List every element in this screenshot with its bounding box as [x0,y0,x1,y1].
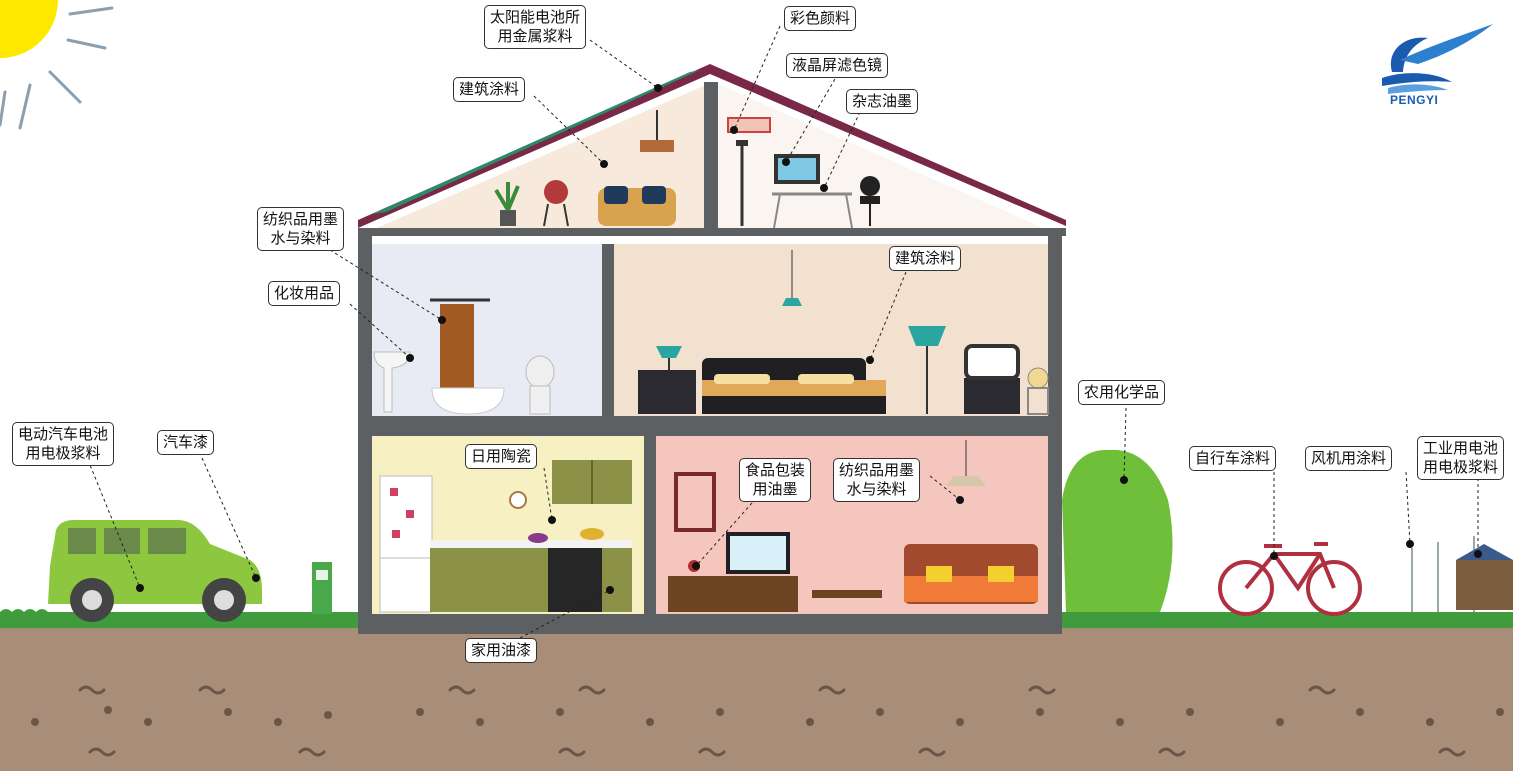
soil-worms [78,685,1466,757]
solar-panel [372,70,700,214]
callout-textile-ink-living: 纺织品用墨 水与染料 [833,458,921,502]
callout-lcd-filter: 液晶屏滤色镜 [786,53,889,78]
bush-icon [1062,449,1173,612]
callout-arch-coating-bedroom: 建筑涂料 [889,246,962,271]
bathroom-furniture [373,298,555,415]
callout-car-paint: 汽车漆 [157,430,215,455]
callout-ev-battery-paste: 电动汽车电池 用电极浆料 [12,422,115,466]
bicycle-icon [1218,542,1362,616]
callout-bicycle-coating: 自行车涂料 [1189,446,1277,471]
callout-arch-coating-attic: 建筑涂料 [453,77,526,102]
kitchen-furniture [379,460,632,613]
soil [0,626,1513,771]
house [358,64,1066,634]
pengyi-logo-icon [1382,24,1493,94]
callout-food-pack-ink: 食品包装 用油墨 [739,458,812,502]
sun-icon [0,0,114,130]
attic-furniture [494,110,880,229]
leader-dots [136,84,1482,594]
leader-lines [87,25,1479,639]
callout-color-pigment: 彩色颜料 [784,6,857,31]
callout-agro-chemicals: 农用化学品 [1078,380,1166,405]
callout-wind-turbine-coating: 风机用涂料 [1305,446,1393,471]
living-furniture [668,440,1038,612]
car-icon [48,520,332,622]
callout-household-paint: 家用油漆 [465,638,538,663]
bedroom-furniture [638,250,1049,415]
callout-magazine-ink: 杂志油墨 [846,89,919,114]
callout-solar-paste: 太阳能电池所 用金属浆料 [484,5,587,49]
callout-industrial-battery-paste: 工业用电池 用电极浆料 [1417,436,1505,480]
brand-name: PENGYI [1390,93,1439,107]
callout-textile-ink-bath: 纺织品用墨 水与染料 [257,207,345,251]
grass-tufts [0,609,48,616]
industrial-building-icon [1456,544,1513,610]
callout-daily-ceramics: 日用陶瓷 [465,444,538,469]
bathroom [372,244,602,416]
soil-pebbles [31,706,1504,726]
callout-cosmetics: 化妆用品 [268,281,341,306]
